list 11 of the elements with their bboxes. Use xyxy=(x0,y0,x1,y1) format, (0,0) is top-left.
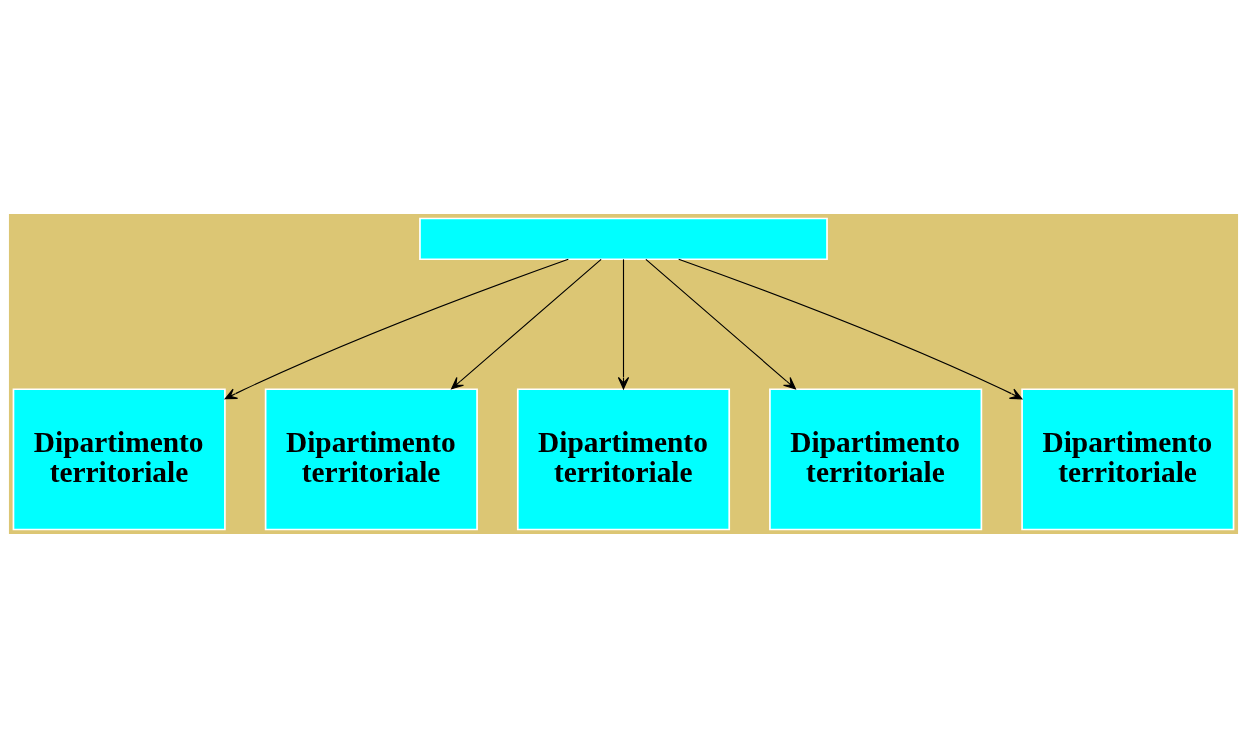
arrow xyxy=(678,258,1023,400)
arrow xyxy=(451,258,602,390)
node-box: Dipartimento territoriale xyxy=(264,388,478,531)
arrow xyxy=(224,258,569,400)
node-box: Dipartimento territoriale xyxy=(516,388,731,531)
node-box: Dipartimento territoriale xyxy=(769,388,983,531)
node-box: Dipartimento territoriale xyxy=(12,388,226,531)
arrow xyxy=(617,258,630,390)
arrow xyxy=(645,258,796,390)
node-box: Dipartimento territoriale xyxy=(1021,388,1235,531)
node-box xyxy=(419,217,828,261)
